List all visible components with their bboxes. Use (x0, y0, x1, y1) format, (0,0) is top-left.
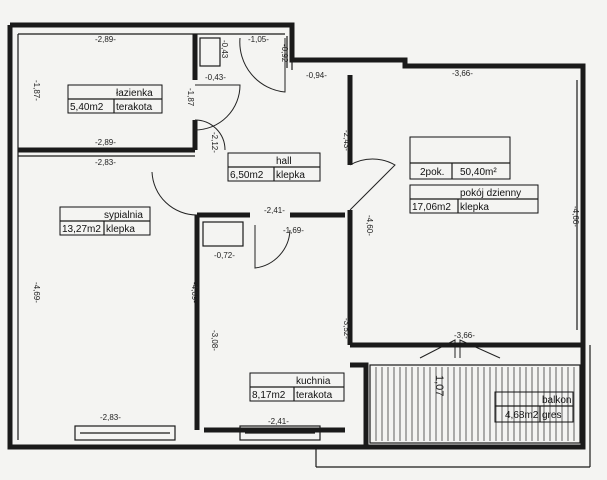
dim-liv-right: -4,66- (571, 206, 580, 227)
kuchnia-floor: terakota (296, 390, 333, 401)
label-sypialnia: sypialnia 13,27m2 klepka (59, 206, 151, 236)
lazienka-floor: terakota (116, 102, 153, 113)
kuchnia-area: 8,17m2 (252, 390, 286, 401)
dimensions: -2,89- -1,05- -3,66- -0,43- -0,94- -2,89… (32, 35, 580, 426)
label-balkon: balkon 4,68m2 gres (495, 395, 573, 422)
dim-092: -0,92 (280, 44, 289, 63)
dim-kit-352: -3,52- (342, 318, 351, 339)
dim-hall-072: -0,72- (214, 251, 235, 260)
doors (151, 37, 501, 359)
lazienka-area: 5,40m2 (70, 102, 104, 113)
pokoj-name: pokój dzienny (460, 188, 521, 199)
pokoj-area: 17,06m2 (412, 202, 451, 213)
dim-bed-top: -2,83- (95, 158, 116, 167)
lazienka-name: łazienka (116, 88, 153, 99)
kuchnia-name: kuchnia (296, 376, 331, 387)
sypialnia-area: 13,27m2 (62, 224, 101, 235)
balkon-name: balkon (542, 395, 571, 406)
label-lazienka: łazienka 5,40m2 terakota (67, 84, 163, 114)
hall-floor: klepka (276, 170, 305, 181)
summary-rooms: 2pok. (420, 167, 444, 178)
dim-094: -0,94- (306, 71, 327, 80)
sypialnia-name: sypialnia (104, 210, 143, 221)
dim-bed-right: -4,69- (190, 282, 199, 303)
dim-hall-212: -2,12- (210, 132, 219, 153)
dim-liv-bottom: -3,66- (454, 331, 475, 340)
sypialnia-floor: klepka (106, 224, 135, 235)
label-hall: hall 6,50m2 klepka (227, 152, 321, 182)
dim-top-bath: -2,89- (95, 35, 116, 44)
balkon-floor: gres (542, 410, 561, 421)
dim-bed-bottom: -2,83- (100, 413, 121, 422)
dim-balcony-depth: 1,07 (433, 375, 445, 396)
dim-liv-460: -4,60- (365, 215, 374, 236)
dim-hall-169: -1,69- (283, 226, 304, 235)
pokoj-floor: klepka (460, 202, 489, 213)
dim-top-366: -3,66- (452, 69, 473, 78)
dim-kit-308: -3,08- (210, 330, 219, 351)
label-pokoj: pokój dzienny 17,06m2 klepka (409, 184, 539, 214)
balkon-area: 4,68m2 (505, 410, 539, 421)
dim-043b: -0,43- (205, 73, 226, 82)
dim-hall-243: -2,43- (342, 130, 351, 151)
dim-043a: -0,43 (220, 40, 229, 59)
label-summary: 2pok. 50,40m² (409, 136, 511, 180)
interior-walls (18, 34, 353, 433)
dim-left-187: -1,87- (32, 80, 41, 101)
outer-walls (7, 22, 586, 450)
dim-top-105: -1,05- (248, 35, 269, 44)
hall-name: hall (276, 156, 292, 167)
dim-hall-241: -2,41- (264, 206, 285, 215)
dim-bed-left: -4,69- (32, 282, 41, 303)
balcony (315, 342, 591, 468)
label-kuchnia: kuchnia 8,17m2 terakota (249, 372, 345, 402)
summary-total-area: 50,40m² (460, 167, 497, 178)
dim-kit-bottom: -2,41- (268, 417, 289, 426)
windows (74, 80, 584, 441)
dim-bath-in-187: -1,87 (186, 88, 195, 107)
dim-bath-bottom: -2,89- (95, 138, 116, 147)
hall-area: 6,50m2 (230, 170, 264, 181)
